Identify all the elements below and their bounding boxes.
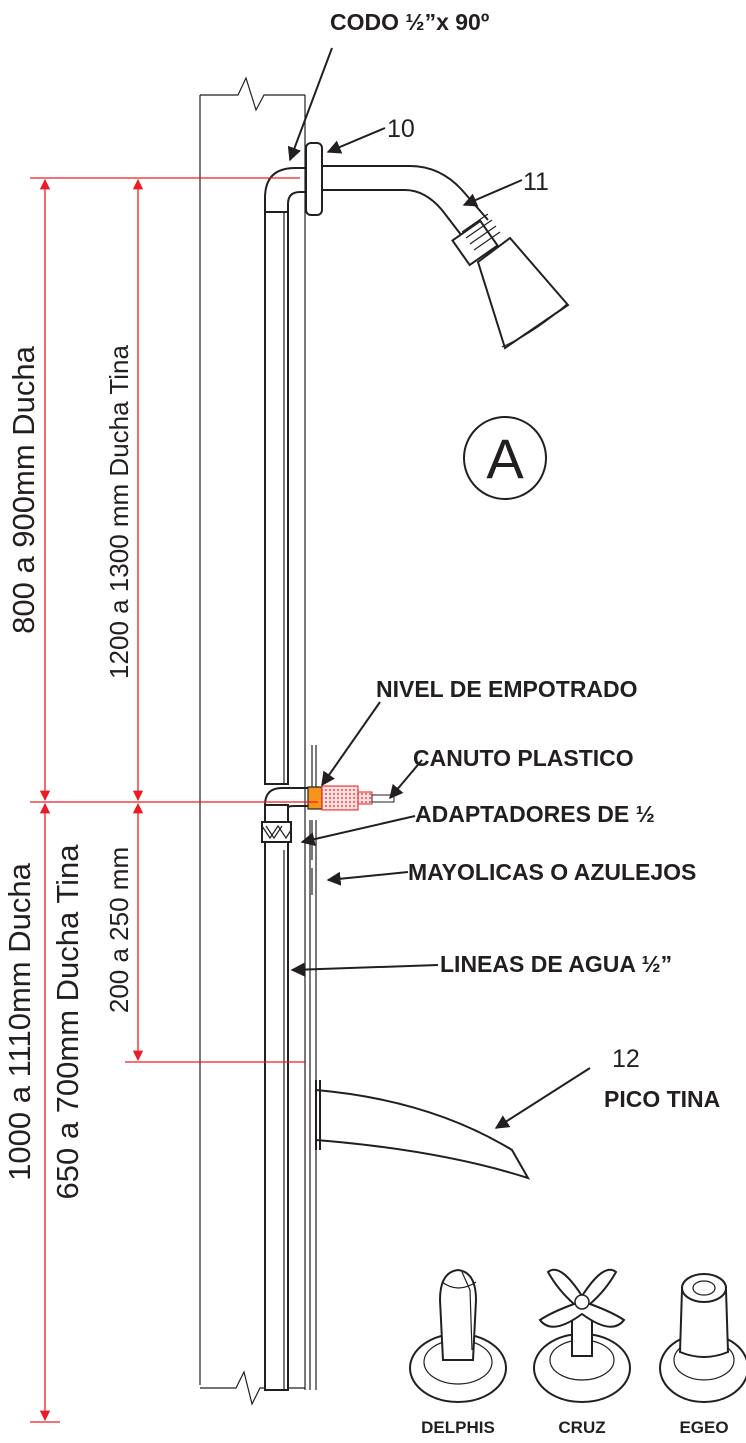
embed-fitting <box>307 785 395 811</box>
dimension-lines <box>30 177 318 1423</box>
callout-12: 12 <box>612 1045 640 1073</box>
section-marker-text: A <box>486 427 524 490</box>
callout-10: 10 <box>387 115 415 143</box>
valve-label-egeo: EGEO <box>679 1418 728 1437</box>
leader-arrows <box>287 47 591 1129</box>
label-adaptadores: ADAPTADORES DE ½ <box>415 801 655 827</box>
wall-structure <box>199 76 317 1406</box>
section-marker: A <box>463 416 547 500</box>
label-lineas: LINEAS DE AGUA ½” <box>440 951 672 977</box>
valve-cruz <box>533 1268 631 1403</box>
callout-11: 11 <box>523 168 549 196</box>
shower-head <box>451 213 570 350</box>
dim-lower-tina: 650 a 700mm Ducha Tina <box>50 844 85 1200</box>
valve-label-cruz: CRUZ <box>558 1418 605 1437</box>
shower-flange <box>305 142 323 216</box>
water-lines <box>261 167 308 1391</box>
shower-arm <box>322 165 489 241</box>
valve-egeo <box>659 1273 746 1403</box>
label-codo: CODO ½”x 90º <box>330 9 489 35</box>
label-pico: PICO TINA <box>604 1086 720 1112</box>
label-nivel: NIVEL DE EMPOTRADO <box>376 676 638 702</box>
label-canuto: CANUTO PLASTICO <box>413 745 634 771</box>
label-mayolicas: MAYOLICAS O AZULEJOS <box>408 859 696 885</box>
dim-valve-height: 200 a 250 mm <box>104 847 134 1013</box>
valve-delphis <box>409 1268 507 1403</box>
dim-upper-tina: 1200 a 1300 mm Ducha Tina <box>104 345 134 679</box>
dim-upper-ducha: 800 a 900mm Ducha <box>6 345 41 634</box>
tub-spout <box>315 1080 531 1180</box>
dim-lower-ducha: 1000 a 1110mm Ducha <box>2 862 37 1180</box>
valve-label-delphis: DELPHIS <box>421 1418 495 1437</box>
